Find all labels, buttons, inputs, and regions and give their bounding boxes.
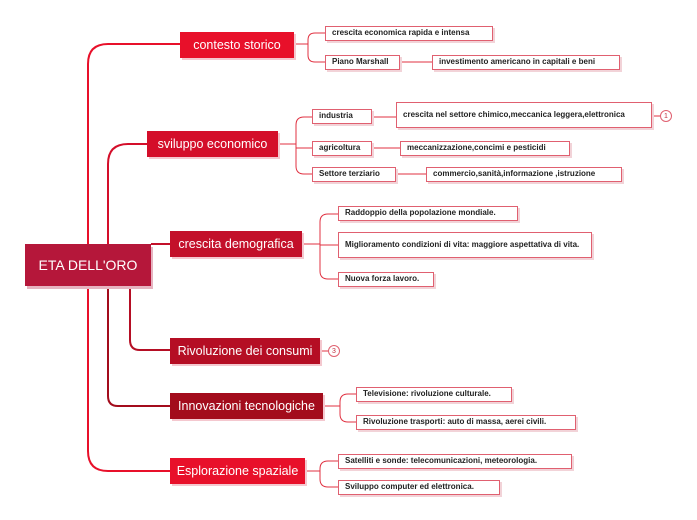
branch-contesto-storico[interactable]: contesto storico xyxy=(180,32,294,58)
link-root-esplorazione xyxy=(87,286,170,472)
topic-commercio-sanita[interactable]: commercio,sanità,informazione ,istruzion… xyxy=(426,167,622,182)
link-root-contesto xyxy=(87,43,180,244)
link-root-consumi xyxy=(129,286,170,351)
topic-settore-terziario[interactable]: Settore terziario xyxy=(312,167,396,182)
topic-agricoltura[interactable]: agricoltura xyxy=(312,141,372,156)
root-label: ETA DELL'ORO xyxy=(38,257,138,273)
topic-satelliti-sonde[interactable]: Satelliti e sonde: telecomunicazioni, me… xyxy=(338,454,572,469)
branch-label: sviluppo economico xyxy=(157,137,268,151)
collapsed-count-badge[interactable]: 3 xyxy=(328,345,340,357)
collapsed-count-badge[interactable]: 1 xyxy=(660,110,672,122)
branch-label: Esplorazione spaziale xyxy=(176,464,299,478)
topic-nuova-forza-lavoro[interactable]: Nuova forza lavoro. xyxy=(338,272,434,287)
topic-settore-chimico[interactable]: crescita nel settore chimico,meccanica l… xyxy=(396,102,652,128)
topic-piano-marshall[interactable]: Piano Marshall xyxy=(325,55,400,70)
topic-raddoppio-popolazione[interactable]: Raddoppio della popolazione mondiale. xyxy=(338,206,518,221)
root-node[interactable]: ETA DELL'ORO xyxy=(25,244,151,286)
branch-label: Innovazioni tecnologiche xyxy=(178,399,315,413)
topic-crescita-economica[interactable]: crescita economica rapida e intensa xyxy=(325,26,493,41)
link-root-sviluppo xyxy=(107,143,147,244)
topic-miglioramento-condizioni[interactable]: Miglioramento condizioni di vita: maggio… xyxy=(338,232,592,258)
topic-televisione[interactable]: Televisione: rivoluzione culturale. xyxy=(356,387,512,402)
topic-industria[interactable]: industria xyxy=(312,109,372,124)
branch-crescita-demografica[interactable]: crescita demografica xyxy=(170,231,302,257)
branch-sviluppo-economico[interactable]: sviluppo economico xyxy=(147,131,278,157)
branch-esplorazione-spaziale[interactable]: Esplorazione spaziale xyxy=(170,458,305,484)
branch-label: crescita demografica xyxy=(178,237,294,251)
topic-sviluppo-computer[interactable]: Sviluppo computer ed elettronica. xyxy=(338,480,500,495)
branch-label: Rivoluzione dei consumi xyxy=(177,344,313,358)
link-root-innovazioni xyxy=(107,286,170,407)
branch-rivoluzione-consumi[interactable]: Rivoluzione dei consumi xyxy=(170,338,320,364)
topic-investimento-americano[interactable]: investimento americano in capitali e ben… xyxy=(432,55,620,70)
branch-innovazioni-tecnologiche[interactable]: Innovazioni tecnologiche xyxy=(170,393,323,419)
topic-meccanizzazione[interactable]: meccanizzazione,concimi e pesticidi xyxy=(400,141,570,156)
topic-rivoluzione-trasporti[interactable]: Rivoluzione trasporti: auto di massa, ae… xyxy=(356,415,576,430)
branch-label: contesto storico xyxy=(193,38,281,52)
